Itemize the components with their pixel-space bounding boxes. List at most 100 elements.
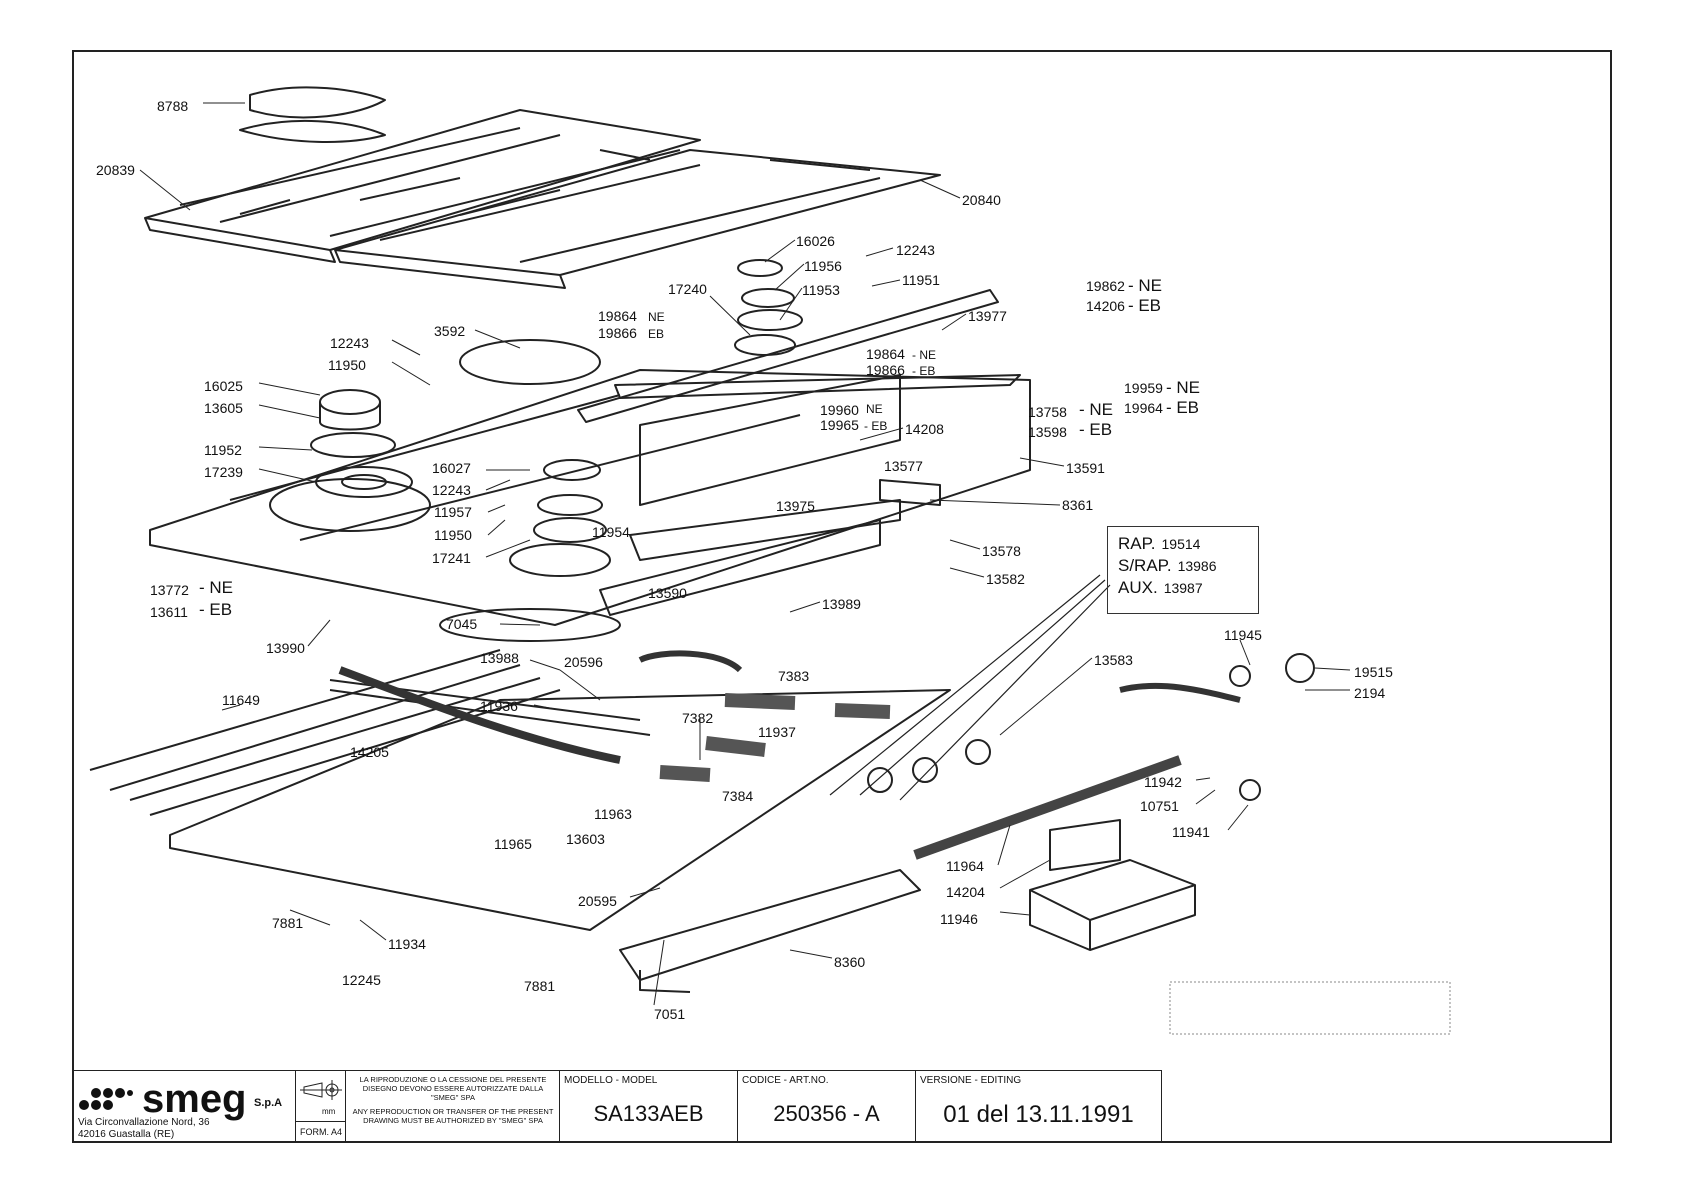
part-label-16027: 16027 bbox=[432, 460, 471, 476]
part-label-11952: 11952 bbox=[204, 442, 242, 458]
code-header: CODICE - ART.NO. bbox=[742, 1075, 829, 1086]
projection-symbol-icon bbox=[300, 1080, 342, 1100]
part-label-13975: 13975 bbox=[776, 498, 815, 514]
copyright-notice-cell: LA RIPRODUZIONE O LA CESSIONE DEL PRESEN… bbox=[346, 1071, 560, 1143]
part-label-13582: 13582 bbox=[986, 571, 1025, 587]
part-label-2194: 2194 bbox=[1354, 685, 1386, 701]
tag-ne: NE bbox=[648, 310, 665, 324]
burner-cap-large bbox=[319, 389, 381, 415]
part-label-7051: 7051 bbox=[654, 1006, 686, 1022]
version-cell: VERSIONE - EDITING 01 del 13.11.1991 bbox=[916, 1071, 1162, 1143]
part-label-12245: 12245 bbox=[342, 972, 381, 988]
model-header: MODELLO - MODEL bbox=[564, 1075, 658, 1086]
part-label-14205: 14205 bbox=[350, 744, 389, 760]
part-label-11937: 11937 bbox=[758, 724, 796, 740]
part-label-16026: 16026 bbox=[796, 233, 835, 249]
version-header: VERSIONE - EDITING bbox=[920, 1075, 1022, 1086]
part-label-13583: 13583 bbox=[1094, 652, 1133, 668]
part-label-13577: 13577 bbox=[884, 458, 923, 474]
legend-row: S/RAP.13986 bbox=[1118, 556, 1217, 575]
part-label-19864b: 19864 bbox=[866, 346, 905, 362]
drawing-frame bbox=[72, 50, 1612, 1143]
smeg-logo-dots-icon bbox=[79, 1088, 133, 1110]
gas-pipe-main bbox=[338, 666, 621, 764]
part-label-13977: 13977 bbox=[968, 308, 1007, 324]
hob-top-plate bbox=[149, 369, 1031, 626]
part-label-11951: 11951 bbox=[902, 272, 940, 288]
part-label-19965: 19965 bbox=[820, 417, 859, 433]
tag-ne: - NE bbox=[1079, 400, 1113, 419]
part-label-11649: 11649 bbox=[222, 692, 260, 708]
legend-row: RAP.19514 bbox=[1118, 534, 1201, 553]
tag-ne: NE bbox=[866, 402, 883, 416]
tag-ne: - NE bbox=[912, 348, 936, 362]
part-label-11950b: 11950 bbox=[434, 527, 472, 543]
version-value: 01 del 13.11.1991 bbox=[943, 1101, 1134, 1128]
brand-suffix: S.p.A bbox=[254, 1097, 283, 1109]
part-label-7383: 7383 bbox=[778, 668, 810, 684]
tag-eb: - EB bbox=[199, 600, 233, 619]
address-line-1: Via Circonvallazione Nord, 36 bbox=[78, 1117, 210, 1128]
label-19862: 19862- NE bbox=[1086, 276, 1162, 295]
label-19964: 19964- EB bbox=[1124, 398, 1199, 417]
part-label-8361: 8361 bbox=[1062, 497, 1094, 513]
notice-italian: LA RIPRODUZIONE O LA CESSIONE DEL PRESEN… bbox=[359, 1075, 547, 1102]
part-label-13988: 13988 bbox=[480, 650, 519, 666]
part-label-19864a: 19864 bbox=[598, 308, 637, 324]
part-label-11965: 11965 bbox=[494, 836, 532, 852]
label-14206: 14206- EB bbox=[1086, 296, 1161, 315]
title-block: smeg S.p.A Via Circonvallazione Nord, 36… bbox=[72, 1070, 1162, 1144]
address-line-2: 42016 Guastalla (RE) bbox=[78, 1129, 175, 1140]
form-size: FORM. A4 bbox=[300, 1127, 343, 1137]
part-label-13590: 13590 bbox=[648, 585, 687, 601]
tray-8360 bbox=[619, 869, 921, 993]
part-label-7881a: 7881 bbox=[272, 915, 304, 931]
part-label-11963: 11963 bbox=[594, 806, 632, 822]
part-label-17241: 17241 bbox=[432, 550, 471, 566]
part-label-13591: 13591 bbox=[1066, 460, 1105, 476]
article-code-cell: CODICE - ART.NO. 250356 - A bbox=[738, 1071, 916, 1143]
part-label-20839: 20839 bbox=[96, 162, 135, 178]
part-label-13758: 13758 bbox=[1028, 404, 1067, 420]
part-label-7382: 7382 bbox=[682, 710, 714, 726]
part-label-8360: 8360 bbox=[834, 954, 866, 970]
part-label-14204: 14204 bbox=[946, 884, 985, 900]
part-label-11945: 11945 bbox=[1224, 627, 1262, 643]
base-tray bbox=[169, 689, 951, 931]
part-label-13605: 13605 bbox=[204, 400, 243, 416]
part-label-10751: 10751 bbox=[1140, 798, 1179, 814]
part-label-17239: 17239 bbox=[204, 464, 243, 480]
part-label-20840: 20840 bbox=[962, 192, 1001, 208]
part-label-13578: 13578 bbox=[982, 543, 1021, 559]
part-label-13989: 13989 bbox=[822, 596, 861, 612]
model-value: SA133AEB bbox=[593, 1101, 704, 1126]
part-label-7881b: 7881 bbox=[524, 978, 556, 994]
tag-eb: EB bbox=[648, 327, 665, 341]
part-label-19866b: 19866 bbox=[866, 362, 905, 378]
part-label-12243b: 12243 bbox=[330, 335, 369, 351]
part-label-13603: 13603 bbox=[566, 831, 605, 847]
part-label-20595: 20595 bbox=[578, 893, 617, 909]
burner-box bbox=[599, 499, 901, 616]
part-label-16025: 16025 bbox=[204, 378, 243, 394]
wok-plate bbox=[459, 339, 601, 385]
projection-symbol-cell: mm FORM. A4 bbox=[296, 1071, 346, 1143]
part-label-11936: 11936 bbox=[480, 698, 518, 714]
box-11946 bbox=[1029, 859, 1196, 951]
part-label-11946: 11946 bbox=[940, 911, 978, 927]
pan-support-small bbox=[239, 86, 386, 143]
notice-english: ANY REPRODUCTION OR TRANSFER OF THE PRES… bbox=[352, 1107, 554, 1125]
part-label-11964: 11964 bbox=[946, 858, 984, 874]
part-label-11942: 11942 bbox=[1144, 774, 1182, 790]
part-label-12243a: 12243 bbox=[896, 242, 935, 258]
legend-row: AUX.13987 bbox=[1118, 578, 1203, 597]
part-label-20596: 20596 bbox=[564, 654, 603, 670]
part-label-11950a: 11950 bbox=[328, 357, 366, 373]
label-19959: 19959- NE bbox=[1124, 378, 1200, 397]
gas-rail bbox=[577, 289, 999, 423]
part-label-11957: 11957 bbox=[434, 504, 472, 520]
part-label-3592: 3592 bbox=[434, 323, 466, 339]
part-label-19960: 19960 bbox=[820, 402, 859, 418]
logo-cell: smeg S.p.A Via Circonvallazione Nord, 36… bbox=[72, 1071, 296, 1143]
